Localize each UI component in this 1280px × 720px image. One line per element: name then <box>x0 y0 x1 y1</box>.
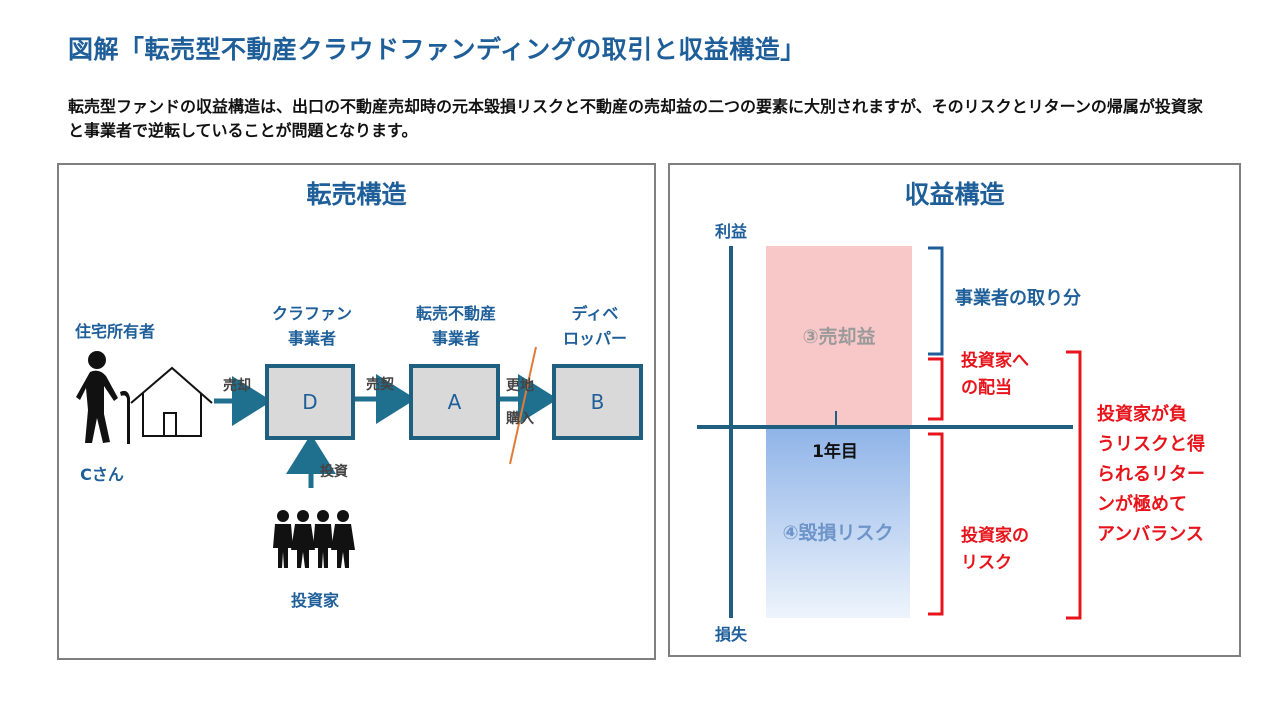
developer-label-line2: ロッパー <box>562 329 627 348</box>
axis-bottom-label: 損失 <box>714 625 747 644</box>
contract-arrow-label: 売契 <box>366 377 394 393</box>
year-label: 1年目 <box>812 442 858 462</box>
resale-structure-title: 転売構造 <box>306 180 407 209</box>
resale-operator-label-line2: 事業者 <box>431 329 480 348</box>
elderly-person-icon <box>76 351 130 444</box>
vacant-land-label: 更地 <box>506 378 534 394</box>
resale-operator-label-line1: 転売不動産 <box>415 304 496 323</box>
sale-profit-label: ③売却益 <box>802 326 876 348</box>
invest-arrow-label: 投資 <box>320 464 348 480</box>
imbalance-bracket <box>1066 350 1082 620</box>
crowdfunding-label-line1: クラファン <box>271 304 352 323</box>
investor-risk-bracket <box>928 432 944 616</box>
imbalance-line: られるリター <box>1097 464 1205 485</box>
imbalance-line: ンが極めて <box>1097 494 1187 515</box>
developer-box: B <box>552 364 643 440</box>
dividend-bracket <box>928 357 944 421</box>
sale-profit-bar <box>766 246 912 426</box>
impairment-risk-label: ④毀損リスク <box>782 522 894 544</box>
page-title: 図解「転売型不動産クラウドファンディングの取引と収益構造」 <box>68 35 806 64</box>
imbalance-line: 投資家が負 <box>1097 404 1187 425</box>
impairment-risk-bar <box>766 428 910 618</box>
investor-risk-label-line1: 投資家の <box>961 526 1029 546</box>
house-icon <box>130 366 213 437</box>
axis-top-label: 利益 <box>714 222 747 241</box>
crowdfunding-label-line2: 事業者 <box>287 329 336 348</box>
developer-label-line1: ディベ <box>571 304 619 323</box>
profit-structure-title: 収益構造 <box>904 180 1005 209</box>
purchase-label: 購入 <box>506 411 534 427</box>
operator-share-label: 事業者の取り分 <box>955 288 1081 309</box>
profit-structure-panel <box>668 163 1241 657</box>
investor-dividend-label-line1: 投資家へ <box>961 351 1029 371</box>
crowdfunding-operator-box: D <box>265 364 355 440</box>
sale-arrow-label: 売却 <box>223 378 251 394</box>
cross-out-line <box>509 346 537 465</box>
imbalance-line: アンバランス <box>1097 524 1204 545</box>
owner-name: Cさん <box>80 465 124 484</box>
owner-label: 住宅所有者 <box>74 322 155 341</box>
imbalance-label: 投資家が負 うリスクと得 られるリター ンが極めて アンバランス <box>1097 400 1205 550</box>
investors-label: 投資家 <box>290 591 339 610</box>
imbalance-line: うリスクと得 <box>1097 434 1205 455</box>
page-description: 転売型ファンドの収益構造は、出口の不動産売却時の元本毀損リスクと不動産の売却益の… <box>68 97 1203 140</box>
operator-share-bracket <box>928 246 944 356</box>
investor-dividend-label-line2: の配当 <box>961 378 1012 398</box>
resale-operator-box: A <box>409 364 500 440</box>
investors-group-icon <box>273 510 355 568</box>
investor-risk-label-line2: リスク <box>961 553 1012 573</box>
